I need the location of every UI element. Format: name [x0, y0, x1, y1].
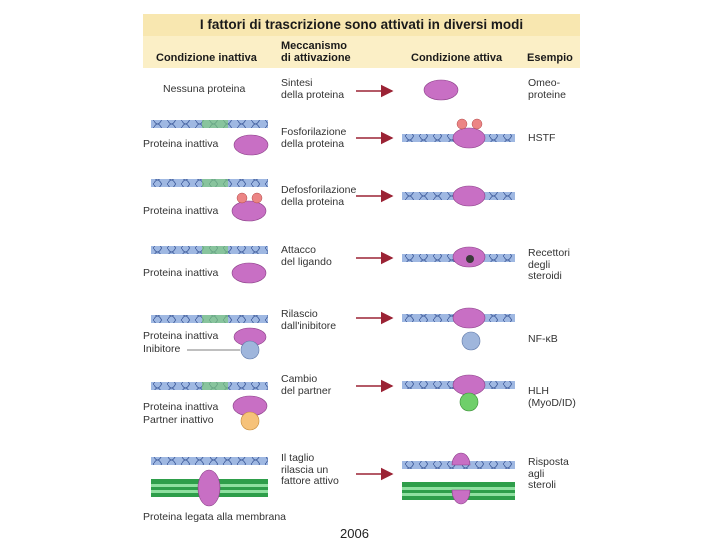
row4-mechanism: Attacco del ligando [281, 244, 332, 268]
row3-inactive-protein [231, 200, 267, 222]
row7-inactive-dna [151, 457, 268, 465]
header-active: Condizione attiva [411, 52, 503, 64]
row3-phosphate-1 [236, 192, 248, 204]
row6-mechanism: Cambio del partner [281, 373, 332, 397]
row4-inactive-protein [231, 262, 267, 284]
row2-inactive-dna [151, 120, 268, 128]
header-inactive: Condizione inattiva [156, 52, 257, 64]
row1-active-protein [423, 79, 459, 101]
row2-active-protein [452, 127, 486, 149]
row7-inactive-label: Proteina legata alla membrana [143, 511, 287, 523]
row4-inactive-dna [151, 246, 268, 254]
row4-example: Recettori degli steroidi [528, 247, 571, 282]
row5-released-inhibitor [461, 331, 481, 351]
row5-example: NF-κB [528, 333, 558, 345]
row2-mechanism: Fosforilazione della proteina [281, 126, 347, 150]
row2-inactive-protein [233, 134, 269, 156]
row6-example: HLH (MyoD/ID) [528, 385, 576, 409]
row7-mechanism: Il taglio rilascia un fattore attivo [281, 452, 339, 487]
row3-phosphate-2 [251, 192, 263, 204]
row7-released-fragment [451, 452, 471, 466]
row7-example: Risposta agli steroli [528, 456, 569, 491]
row4-inactive-label: Proteina inattiva [143, 267, 219, 279]
row6-active-protein [452, 374, 486, 396]
footer-year: 2006 [340, 526, 369, 541]
row5-inactive-dna [151, 315, 268, 323]
row7-inactive-protein [197, 469, 221, 507]
header-mechanism: Meccanismo di attivazione [281, 40, 351, 64]
row6-inactive-dna [151, 382, 268, 390]
row2-example: HSTF [528, 132, 556, 144]
row2-inactive-label: Proteina inattiva [143, 138, 219, 150]
row5-inhibitor [240, 340, 260, 360]
row6-inactive-label: Proteina inattiva [143, 401, 219, 413]
row5-inhibitor-label: Inibitore [143, 343, 181, 355]
row2-phosphate-1 [456, 118, 468, 130]
figure-title: I fattori di trascrizione sono attivati … [199, 17, 524, 32]
header-example: Esempio [527, 52, 573, 64]
row3-inactive-label: Proteina inattiva [143, 205, 219, 217]
row1-mechanism: Sintesi della proteina [281, 77, 345, 101]
row1-example: Omeo- proteine [528, 77, 566, 101]
row3-inactive-dna [151, 179, 268, 187]
header-bar [143, 36, 580, 68]
row5-mechanism: Rilascio dall'inibitore [281, 308, 337, 332]
row3-active-protein [452, 185, 486, 207]
row3-mechanism: Defosforilazione della proteina [281, 184, 357, 208]
row6-partner-label: Partner inattivo [143, 414, 214, 426]
row2-phosphate-2 [471, 118, 483, 130]
row5-active-protein [452, 307, 486, 329]
row1-inactive-label: Nessuna proteina [163, 83, 246, 95]
row5-inactive-label: Proteina inattiva [143, 330, 219, 342]
row4-ligand [466, 255, 474, 263]
row6-inactive-partner [240, 411, 260, 431]
row7-membrane-stub [451, 489, 471, 505]
title-bar [143, 14, 580, 36]
row6-active-partner [459, 392, 479, 412]
